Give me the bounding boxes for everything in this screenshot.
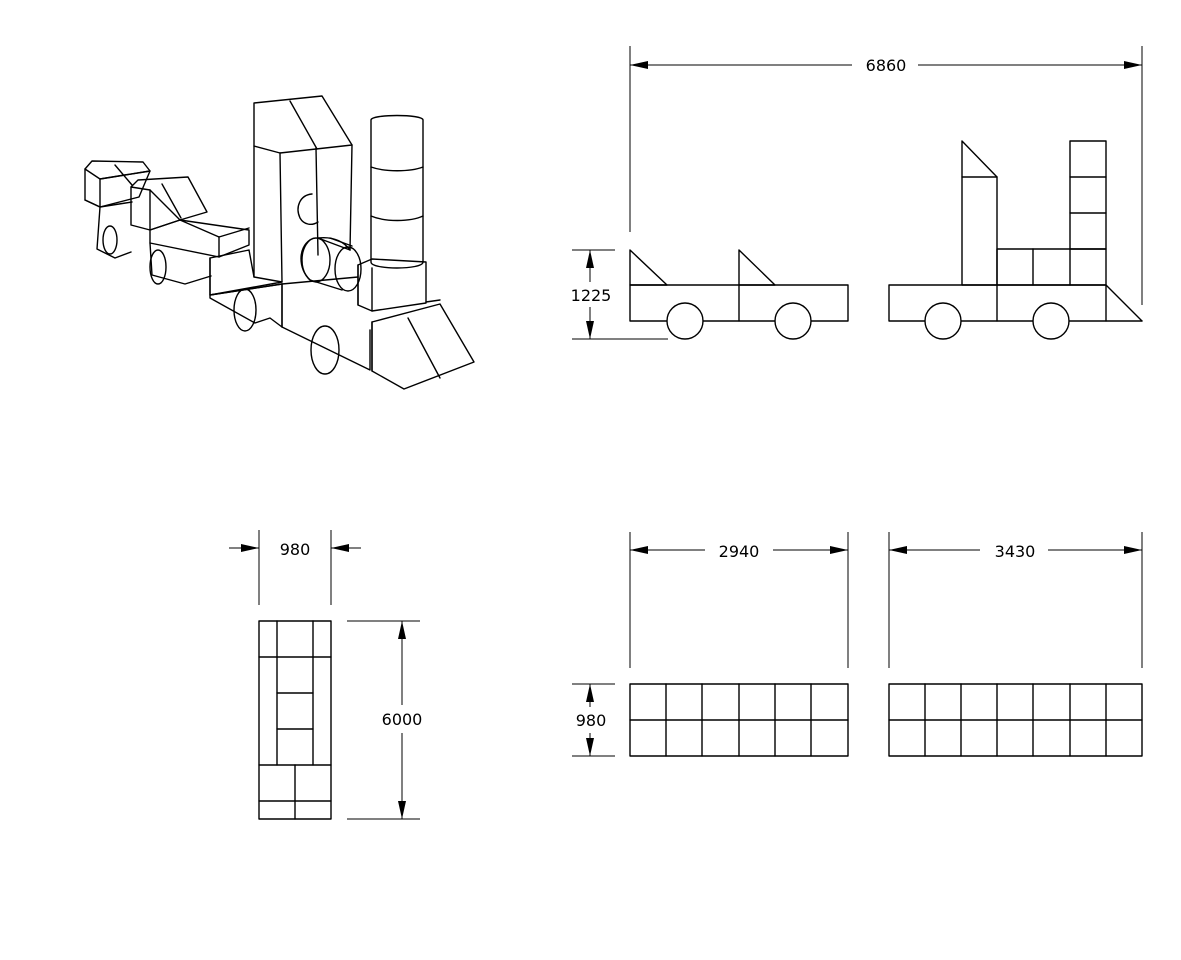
- dim-label-top-width: 980: [576, 711, 607, 730]
- dim-top-carriage-length: 2940: [629, 532, 849, 668]
- side-engine: [888, 140, 1143, 340]
- dim-end-width: 980: [229, 530, 361, 605]
- top-engine-grid: [888, 683, 1143, 757]
- dim-top-width: 980: [572, 683, 615, 757]
- dim-overall-length: 6860: [629, 46, 1143, 305]
- dim-label-end-length: 6000: [382, 710, 423, 729]
- rear-carriage: [84, 160, 151, 259]
- dim-side-height: 1225: [571, 249, 668, 340]
- engine: [209, 95, 475, 390]
- isometric-view: [84, 95, 475, 390]
- dim-label-top-carriage-length: 2940: [719, 542, 760, 561]
- dim-end-length: 6000: [347, 620, 423, 820]
- dim-label-overall-length: 6860: [866, 56, 907, 75]
- top-view: 2940 3430 980: [572, 532, 1143, 757]
- front-carriage: [130, 176, 250, 285]
- top-carriage-grid: [629, 683, 849, 757]
- dim-label-side-height: 1225: [571, 286, 612, 305]
- side-carriages: [629, 249, 849, 340]
- dim-label-top-engine-length: 3430: [995, 542, 1036, 561]
- end-view: 980 6000: [229, 530, 423, 820]
- dim-top-engine-length: 3430: [888, 532, 1143, 668]
- side-view: 6860 1225: [571, 46, 1143, 340]
- dim-label-end-width: 980: [280, 540, 311, 559]
